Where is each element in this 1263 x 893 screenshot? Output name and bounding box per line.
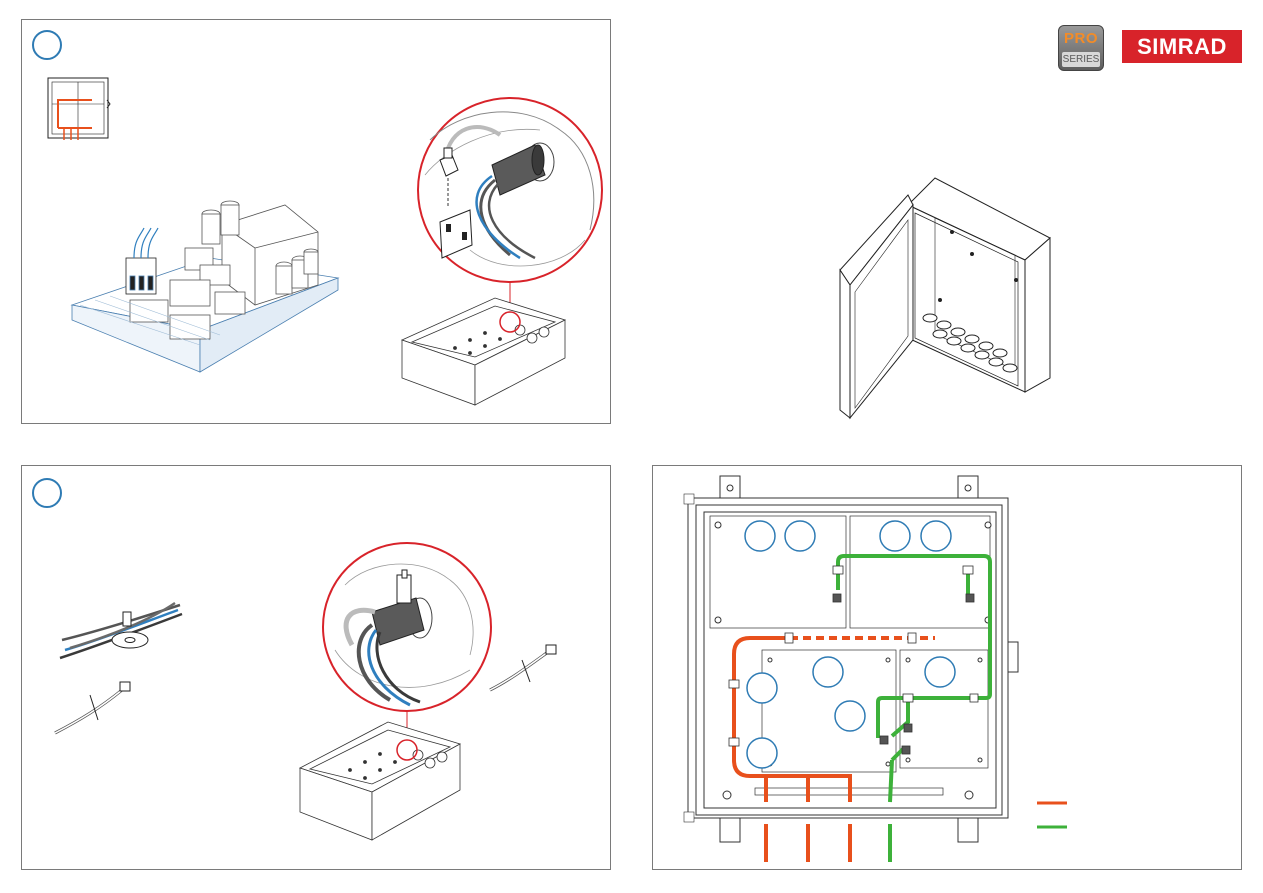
thumbnail-layout [48, 78, 110, 140]
detail-circle-top [418, 98, 602, 282]
cable-tie-right [490, 645, 556, 690]
cable-bundle-with-tie [60, 603, 182, 658]
enclosure-tray-top [402, 298, 565, 405]
circuit-board [72, 201, 338, 372]
cable-legend [1037, 803, 1067, 827]
open-enclosure [840, 178, 1050, 418]
cable-tie-left [55, 682, 130, 733]
detail-circle-bottom [323, 543, 491, 711]
enclosure-tray-bottom [300, 722, 460, 840]
